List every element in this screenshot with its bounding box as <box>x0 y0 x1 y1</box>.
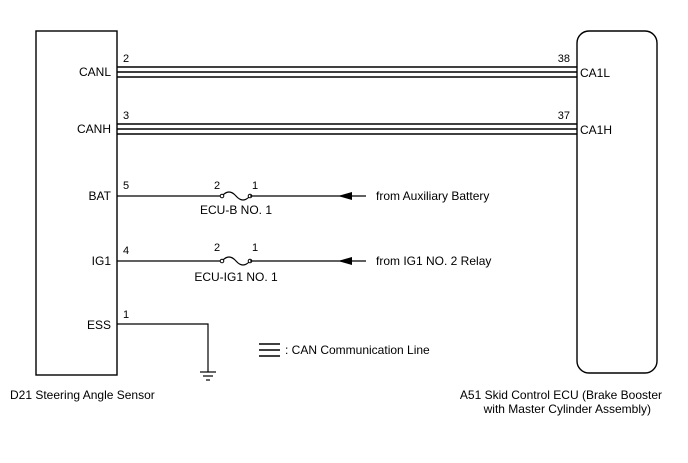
pin-label-canl: CANL <box>79 65 111 79</box>
arrow-left-icon <box>338 257 352 265</box>
fuse2-source: from IG1 NO. 2 Relay <box>376 254 491 268</box>
fuse2-pin-left: 2 <box>214 242 220 254</box>
legend-text: : CAN Communication Line <box>285 343 430 357</box>
pin-number-ca1h: 37 <box>558 110 570 122</box>
canh-communication-line <box>117 123 577 135</box>
pin-label-ess: ESS <box>87 318 111 332</box>
can-line-legend-icon <box>259 343 280 357</box>
pin-label-ig1: IG1 <box>92 254 112 268</box>
arrow-left-icon <box>338 192 352 200</box>
pin-label-bat: BAT <box>89 189 112 203</box>
pin-label-ca1l: CA1L <box>580 66 610 80</box>
ig1-wire <box>117 256 366 266</box>
fuse1-source: from Auxiliary Battery <box>376 189 489 203</box>
fuse1-pin-right: 1 <box>252 180 258 192</box>
ground-icon <box>200 371 216 381</box>
pin-number-ess: 1 <box>123 309 129 321</box>
pin-number-canl: 2 <box>123 53 129 65</box>
fuse1-name: ECU-B NO. 1 <box>200 203 272 217</box>
right-component-caption-line1: A51 Skid Control ECU (Brake Booster <box>460 388 662 402</box>
skid-control-ecu-box <box>576 30 658 374</box>
right-component-caption-line2: with Master Cylinder Assembly) <box>483 402 651 416</box>
canl-communication-line <box>117 66 577 78</box>
pin-number-ca1l: 38 <box>558 53 570 65</box>
pin-label-canh: CANH <box>77 122 111 136</box>
legend: : CAN Communication Line <box>259 343 430 357</box>
pin-number-ig1: 4 <box>123 245 129 257</box>
pin-number-canh: 3 <box>123 110 129 122</box>
left-component-caption: D21 Steering Angle Sensor <box>10 388 155 402</box>
steering-angle-sensor-box <box>35 30 118 376</box>
fuse1-pin-left: 2 <box>214 180 220 192</box>
ess-wire <box>117 323 216 381</box>
bat-wire <box>117 191 366 201</box>
fuse2-pin-right: 1 <box>252 242 258 254</box>
pin-label-ca1h: CA1H <box>580 123 612 137</box>
fuse2-name: ECU-IG1 NO. 1 <box>194 270 278 284</box>
pin-number-bat: 5 <box>123 180 129 192</box>
